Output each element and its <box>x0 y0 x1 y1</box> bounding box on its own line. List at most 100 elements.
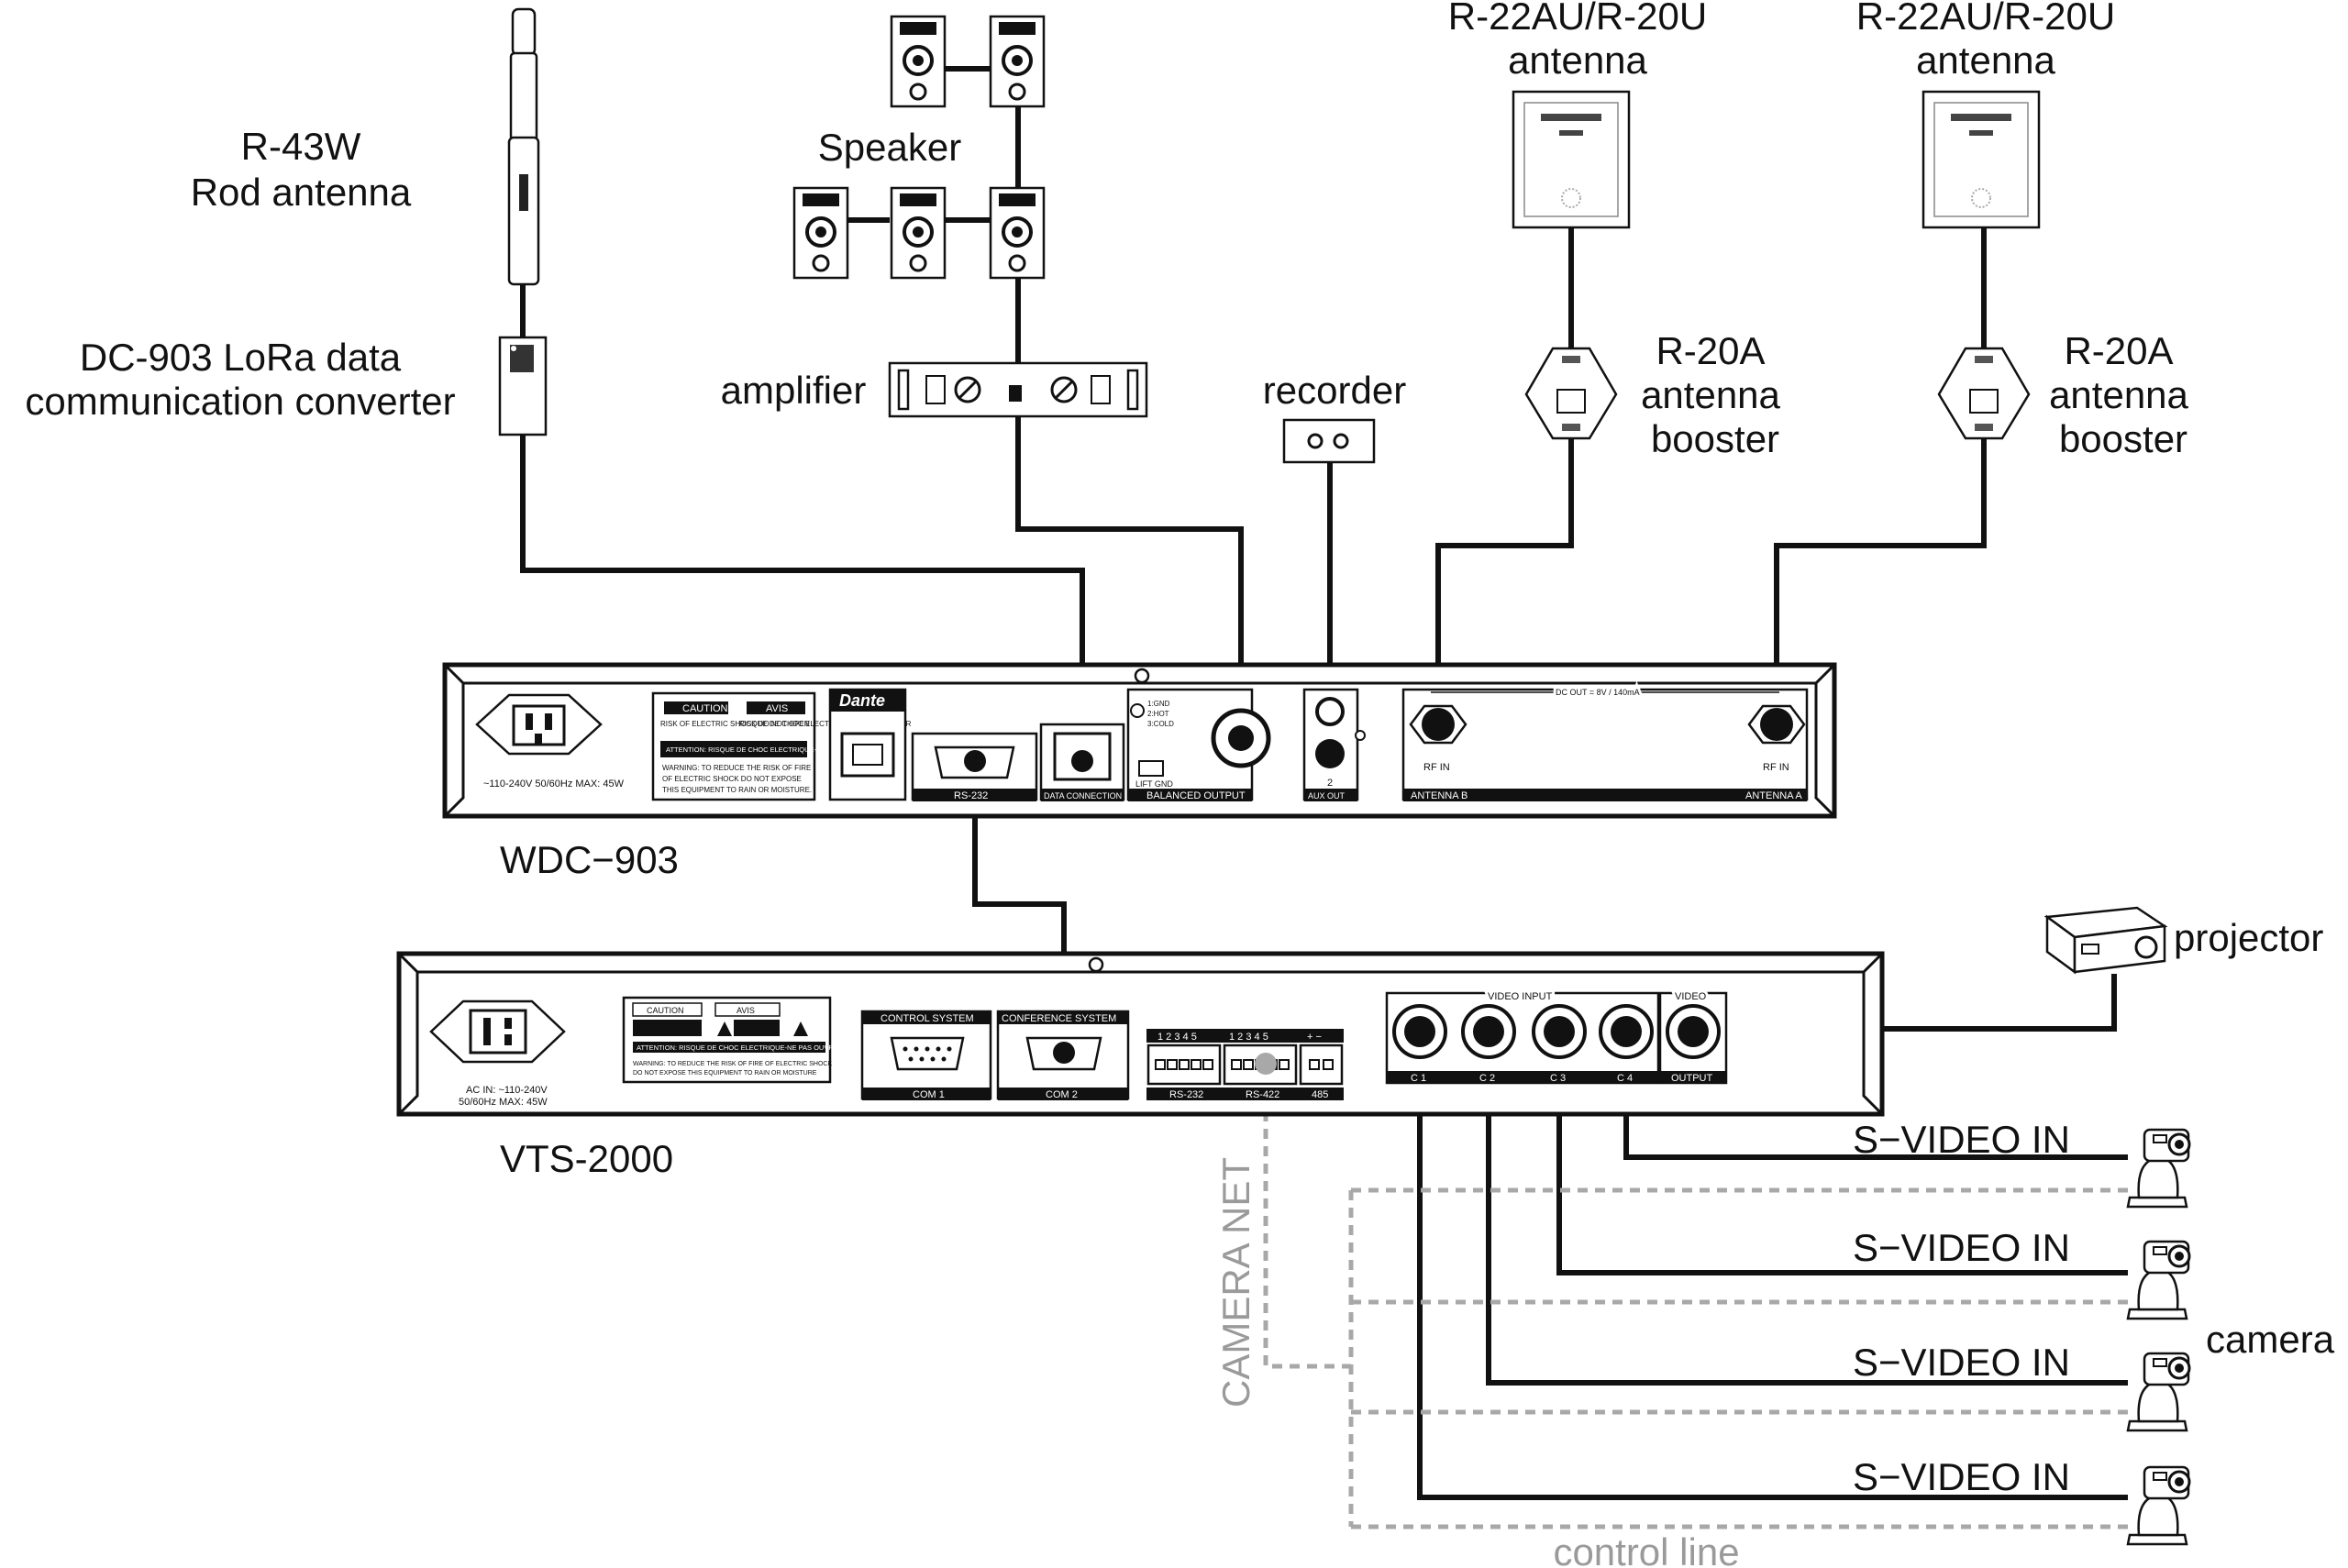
projector-device[interactable] <box>2043 906 2168 975</box>
svg-text:WARNING: TO REDUCE THE RISK OF: WARNING: TO REDUCE THE RISK OF FIRE OF E… <box>633 1061 832 1067</box>
wire-c1-to-camera4 <box>1417 1064 2128 1500</box>
svg-text:DC OUT = 8V / 140mA: DC OUT = 8V / 140mA <box>1556 688 1640 697</box>
antenna2-desc-label: antenna <box>1916 39 2055 82</box>
video-input-c1[interactable] <box>1392 1004 1447 1059</box>
projector-label: projector <box>2174 916 2323 959</box>
wdc903-rear-panel: ~110-240V 50/60Hz MAX: 45W CAUTION AVIS … <box>442 662 1837 819</box>
booster1-label-line2: antenna <box>1641 373 1780 416</box>
svg-text:RISK OF ELECTRIC SHOCK DO NOT: RISK OF ELECTRIC SHOCK DO NOT OPEN <box>660 720 810 728</box>
wdc-rs232-port[interactable]: RS-232 <box>911 732 1038 801</box>
svg-text:RS-232: RS-232 <box>954 790 988 801</box>
wdc-dante-port[interactable]: Dante <box>828 688 907 801</box>
svg-text:+ −: + − <box>1307 1032 1322 1043</box>
vts-video-output[interactable]: VIDEO OUTPUT <box>1658 988 1728 1085</box>
svg-text:BALANCED OUTPUT: BALANCED OUTPUT <box>1146 790 1246 801</box>
svg-text:1:GND: 1:GND <box>1147 700 1170 708</box>
camera-icon[interactable] <box>2126 1352 2191 1432</box>
svg-text:C 2: C 2 <box>1479 1073 1495 1084</box>
video-input-c3[interactable] <box>1532 1004 1587 1059</box>
svideo-label-4: S−VIDEO IN <box>1853 1455 2070 1498</box>
wire-c2-to-camera3 <box>1486 1064 2128 1386</box>
panel-antenna-2[interactable] <box>1922 90 2041 229</box>
vts-com2-port[interactable]: CONFERENCE SYSTEM COM 2 <box>996 1010 1130 1100</box>
vts-video-input-section: VIDEO INPUT C 1 C 2 C 3 C 4 <box>1385 988 1660 1085</box>
svg-text:WARNING: TO REDUCE THE RISK OF: WARNING: TO REDUCE THE RISK OF FIRE <box>662 764 811 772</box>
svg-text:OUTPUT: OUTPUT <box>1671 1073 1713 1084</box>
camera-icon[interactable] <box>2126 1128 2191 1209</box>
panel-antenna-1[interactable] <box>1512 90 1631 229</box>
antenna2-model-label: R-22AU/R-20U <box>1856 0 2115 38</box>
wdc-power-socket[interactable] <box>475 693 603 756</box>
antenna-booster-1[interactable] <box>1524 347 1618 440</box>
camera-label: camera <box>2206 1318 2335 1361</box>
svg-text:ANTENNA B: ANTENNA B <box>1411 790 1468 801</box>
camera-icon[interactable] <box>2126 1465 2191 1546</box>
diagram-labels: R-43W Rod antenna DC-903 LoRa data commu… <box>25 0 2334 1568</box>
rf-in-b-connector[interactable] <box>1409 704 1468 745</box>
svg-text:1 2 3 4 5: 1 2 3 4 5 <box>1229 1032 1268 1043</box>
svg-text:COM 2: COM 2 <box>1046 1089 1078 1100</box>
control-line-label: control line <box>1553 1530 1739 1568</box>
svg-text:RF IN: RF IN <box>1763 762 1789 773</box>
svg-text:COM 1: COM 1 <box>913 1089 945 1100</box>
svg-text:1 2 3 4 5: 1 2 3 4 5 <box>1157 1032 1197 1043</box>
svg-text:485: 485 <box>1312 1089 1328 1100</box>
svg-text:2: 2 <box>1327 778 1333 789</box>
camera-net-label: CAMERA NET <box>1214 1157 1257 1408</box>
speaker-label: Speaker <box>818 126 961 169</box>
svg-text:C 3: C 3 <box>1550 1073 1566 1084</box>
wdc903-label: WDC−903 <box>500 838 679 881</box>
wdc-aux-out[interactable]: AUX OUT 2 <box>1302 688 1366 801</box>
dante-logo: Dante <box>839 691 885 710</box>
antenna1-model-label: R-22AU/R-20U <box>1448 0 1707 38</box>
vts-power-socket[interactable] <box>429 999 566 1064</box>
vts-warning-label: CAUTION AVIS ATTENTION: RISQUE DE CHOC E… <box>622 996 841 1084</box>
svg-text:3:COLD: 3:COLD <box>1147 720 1174 728</box>
svg-text:AVIS: AVIS <box>737 1006 755 1015</box>
video-input-c2[interactable] <box>1461 1004 1516 1059</box>
vts-terminal-block[interactable]: 1 2 3 4 5 1 2 3 4 5 + − RS-232 RS-422 48… <box>1146 1029 1344 1100</box>
svg-text:CONFERENCE SYSTEM: CONFERENCE SYSTEM <box>1002 1013 1116 1024</box>
svideo-label-3: S−VIDEO IN <box>1853 1341 2070 1384</box>
rod-antenna[interactable] <box>507 7 540 286</box>
camera-icon[interactable] <box>2126 1240 2191 1320</box>
converter-label-line1: DC-903 LoRa data <box>80 336 402 379</box>
svg-text:THIS EQUIPMENT TO RAIN OR MOIS: THIS EQUIPMENT TO RAIN OR MOISTURE. <box>662 786 812 794</box>
svg-text:AC IN: ~110-240V: AC IN: ~110-240V <box>466 1085 548 1096</box>
wdc-data-connection-port[interactable]: DATA CONNECTION <box>1039 723 1125 801</box>
vts-com1-port[interactable]: CONTROL SYSTEM COM 1 <box>860 1010 992 1100</box>
rf-in-a-connector[interactable] <box>1747 704 1806 745</box>
video-input-c4[interactable] <box>1599 1004 1654 1059</box>
booster2-label-line3: booster <box>2059 417 2187 460</box>
svg-text:VIDEO INPUT: VIDEO INPUT <box>1488 991 1553 1002</box>
wire-booster2-to-rfin-a <box>1774 438 1987 724</box>
svg-text:C 4: C 4 <box>1617 1073 1633 1084</box>
svg-text:CAUTION: CAUTION <box>647 1006 684 1015</box>
dc903-converter[interactable] <box>498 336 548 436</box>
antenna-booster-2[interactable] <box>1937 347 2031 440</box>
svg-text:ATTENTION: RISQUE DE CHOC ELEC: ATTENTION: RISQUE DE CHOC ELECTRIQUE-NE … <box>637 1043 841 1052</box>
wdc-antenna-section: ANTENNA B ANTENNA A DC OUT = 8V / 140mA … <box>1401 685 1809 801</box>
speaker-group[interactable] <box>792 15 1046 280</box>
svg-text:RS-232: RS-232 <box>1169 1089 1203 1100</box>
amplifier-unit[interactable] <box>888 361 1148 418</box>
amplifier-label: amplifier <box>721 369 867 412</box>
svg-text:AUX OUT: AUX OUT <box>1308 791 1346 801</box>
wire-c3-to-camera2 <box>1556 1064 2128 1275</box>
svideo-label-2: S−VIDEO IN <box>1853 1226 2070 1269</box>
speaker-icon <box>989 186 1046 280</box>
svg-text:VIDEO: VIDEO <box>1675 991 1707 1002</box>
wdc-balanced-output[interactable]: BALANCED OUTPUT 1:GND 2:HOT 3:COLD LIFT … <box>1126 688 1271 801</box>
booster2-label-line1: R-20A <box>2064 329 2173 372</box>
control-lines <box>1263 1059 2130 1529</box>
svg-text:AVIS: AVIS <box>766 703 788 714</box>
svg-text:ATTENTION: RISQUE DE CHOC ELEC: ATTENTION: RISQUE DE CHOC ELECTRIQUE-NE … <box>666 745 870 754</box>
vts2000-rear-panel: AC IN: ~110-240V 50/60Hz MAX: 45W CAUTIO… <box>396 951 1885 1117</box>
control-line-bus <box>1348 1187 2130 1529</box>
wdc-power-rating: ~110-240V 50/60Hz MAX: 45W <box>483 778 625 790</box>
recorder-unit[interactable] <box>1282 418 1376 464</box>
rod-antenna-desc-label: Rod antenna <box>191 171 412 214</box>
svideo-label-1: S−VIDEO IN <box>1853 1118 2070 1161</box>
